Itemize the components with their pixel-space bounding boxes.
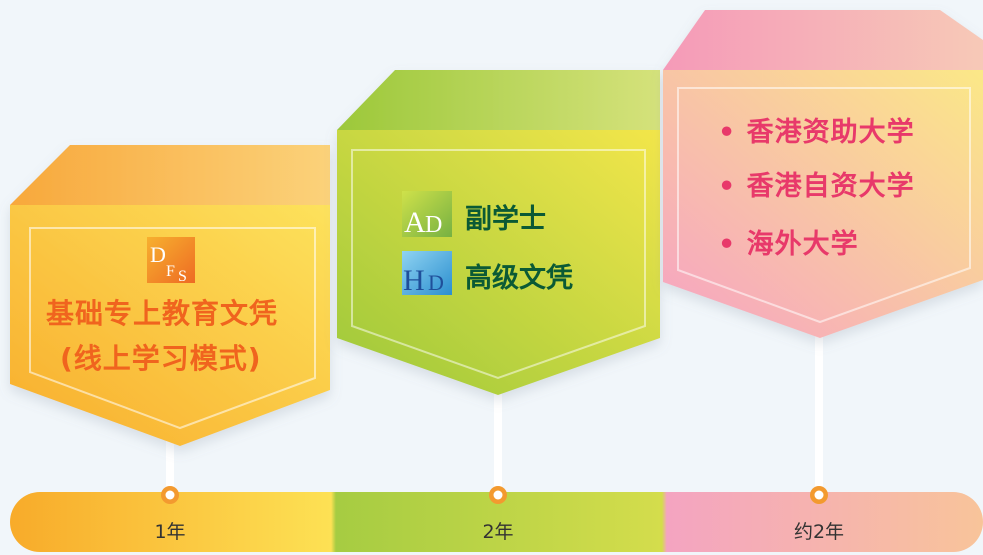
svg-text:F: F <box>166 263 175 280</box>
higher-diploma-label: 高级文凭 <box>465 263 573 294</box>
university-item-funded: • 香港资助大学 <box>718 117 915 148</box>
svg-text:S: S <box>178 268 187 285</box>
ad-badge: A D <box>402 191 452 239</box>
svg-text:D: D <box>425 212 442 238</box>
svg-text:D: D <box>428 270 444 295</box>
timeline-label-1: 1年 <box>154 521 186 543</box>
stage-1-card <box>10 145 330 446</box>
university-item-self-financed: • 香港自资大学 <box>718 171 915 202</box>
svg-text:A: A <box>404 206 426 239</box>
timeline-label-3: 约2年 <box>793 521 845 543</box>
timeline-label-2: 2年 <box>482 521 514 543</box>
stage-1-title-line-2: (线上学习模式) <box>60 342 262 375</box>
svg-text:H: H <box>403 264 425 297</box>
stem-2 <box>494 385 502 492</box>
stage-3-card <box>663 10 983 338</box>
university-item-overseas: • 海外大学 <box>718 229 859 260</box>
dfs-logo: D F S <box>147 237 195 285</box>
hd-badge: H D <box>402 251 452 297</box>
timeline-dot-1 <box>161 486 179 504</box>
timeline-bar <box>10 492 983 552</box>
associate-degree-label: 副学士 <box>465 204 546 235</box>
timeline-dot-2 <box>489 486 507 504</box>
svg-text:D: D <box>150 242 166 267</box>
stem-3 <box>815 330 823 492</box>
stage-1-title-line-1: 基础专上教育文凭 <box>46 297 279 330</box>
stem-1 <box>166 440 174 492</box>
timeline-dot-3 <box>810 486 828 504</box>
